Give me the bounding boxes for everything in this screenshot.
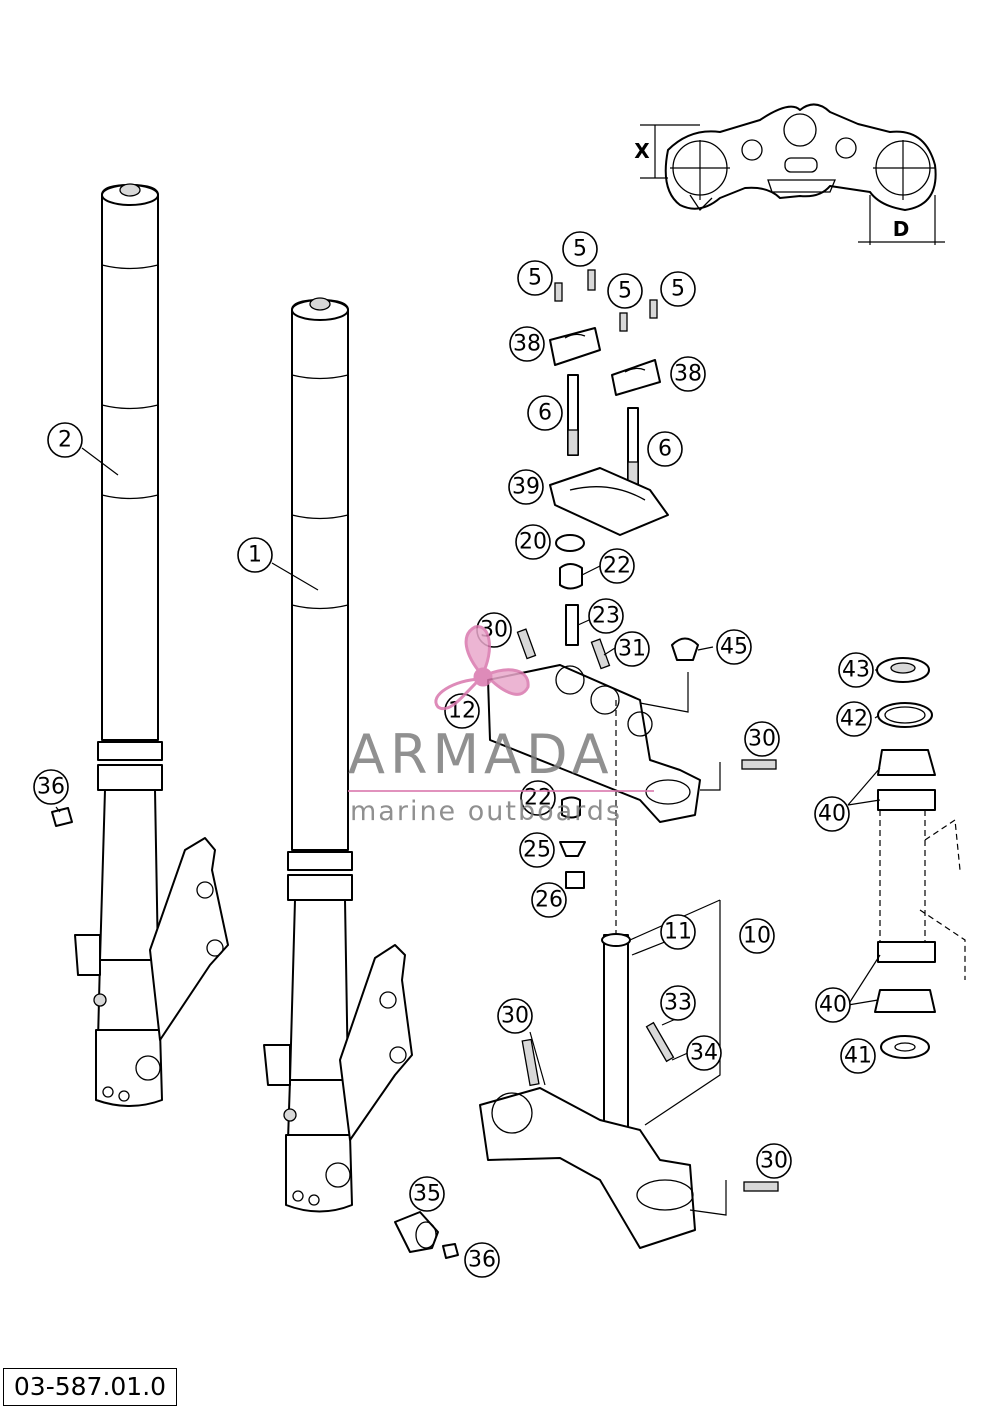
svg-text:36: 36 — [37, 775, 65, 800]
armada-propeller-logo-icon — [434, 625, 530, 711]
callout-23: 23 — [588, 598, 624, 634]
svg-text:34: 34 — [690, 1041, 718, 1066]
svg-text:38: 38 — [674, 362, 702, 387]
callout-30c: 30 — [497, 998, 533, 1034]
svg-text:41: 41 — [844, 1044, 872, 1069]
leader-lines — [55, 447, 881, 1216]
svg-text:31: 31 — [618, 637, 646, 662]
svg-text:43: 43 — [842, 658, 870, 683]
callout-5c: 5 — [607, 273, 643, 309]
fork-leg-right — [263, 297, 413, 1213]
callout-20: 20 — [515, 524, 551, 560]
callout-45: 45 — [716, 629, 752, 665]
drawing-number: 03-587.01.0 — [3, 1368, 177, 1406]
callout-36a: 36 — [33, 769, 69, 805]
svg-text:5: 5 — [618, 279, 632, 304]
svg-text:6: 6 — [658, 437, 672, 462]
callout-35: 35 — [409, 1176, 445, 1212]
callout-31: 31 — [614, 631, 650, 667]
callout-5d: 5 — [660, 271, 696, 307]
svg-text:30: 30 — [748, 727, 776, 752]
hardware-stack — [51, 269, 779, 1259]
svg-text:40: 40 — [819, 993, 847, 1018]
callout-36b: 36 — [464, 1242, 500, 1278]
svg-text:5: 5 — [528, 266, 542, 291]
callout-30b: 30 — [744, 721, 780, 757]
dimension-d-label: D — [893, 217, 910, 241]
callout-26: 26 — [531, 882, 567, 918]
callout-22b: 22 — [520, 780, 556, 816]
svg-text:10: 10 — [743, 924, 771, 949]
watermark-divider — [348, 790, 654, 792]
callout-10: 10 — [739, 918, 775, 954]
svg-text:6: 6 — [538, 401, 552, 426]
svg-text:45: 45 — [720, 635, 748, 660]
svg-text:1: 1 — [248, 543, 262, 568]
svg-text:42: 42 — [840, 707, 868, 732]
svg-text:38: 38 — [513, 332, 541, 357]
svg-text:25: 25 — [523, 838, 551, 863]
callout-38a: 38 — [509, 326, 545, 362]
steering-bearings — [874, 657, 966, 1059]
fork-leg-left — [74, 183, 229, 1107]
callout-11: 11 — [660, 914, 696, 950]
svg-text:20: 20 — [519, 530, 547, 555]
callout-38b: 38 — [670, 356, 706, 392]
callout-30d: 30 — [756, 1143, 792, 1179]
svg-text:22: 22 — [603, 554, 631, 579]
callout-5a: 5 — [562, 231, 598, 267]
callout-22a: 22 — [599, 548, 635, 584]
callout-6b: 6 — [647, 431, 683, 467]
callout-40b: 40 — [815, 987, 851, 1023]
svg-text:40: 40 — [818, 802, 846, 827]
svg-text:2: 2 — [58, 428, 72, 453]
callout-41: 41 — [840, 1038, 876, 1074]
svg-text:11: 11 — [664, 920, 692, 945]
callout-34: 34 — [686, 1035, 722, 1071]
svg-text:39: 39 — [512, 475, 540, 500]
callout-5b: 5 — [517, 260, 553, 296]
callout-25: 25 — [519, 832, 555, 868]
svg-text:30: 30 — [760, 1149, 788, 1174]
svg-text:5: 5 — [573, 237, 587, 262]
svg-text:35: 35 — [413, 1182, 441, 1207]
svg-text:5: 5 — [671, 277, 685, 302]
callout-6a: 6 — [527, 395, 563, 431]
watermark-brand-name: ARMADA — [348, 723, 614, 786]
callout-12: 12 — [444, 693, 480, 729]
callout-33: 33 — [660, 985, 696, 1021]
svg-text:22: 22 — [524, 786, 552, 811]
callout-43: 43 — [838, 652, 874, 688]
dimension-x-label: X — [634, 139, 650, 163]
svg-text:33: 33 — [664, 991, 692, 1016]
callout-2: 2 — [47, 422, 83, 458]
triple-clamp-dimension-inset: X D — [634, 103, 945, 245]
svg-text:30: 30 — [501, 1004, 529, 1029]
callout-1: 1 — [237, 537, 273, 573]
svg-text:12: 12 — [448, 699, 476, 724]
svg-text:36: 36 — [468, 1248, 496, 1273]
callout-39: 39 — [508, 469, 544, 505]
callout-40a: 40 — [814, 796, 850, 832]
watermark-tagline: marine outboards — [350, 796, 623, 827]
callout-42: 42 — [836, 701, 872, 737]
svg-text:26: 26 — [535, 888, 563, 913]
svg-text:23: 23 — [592, 604, 620, 629]
